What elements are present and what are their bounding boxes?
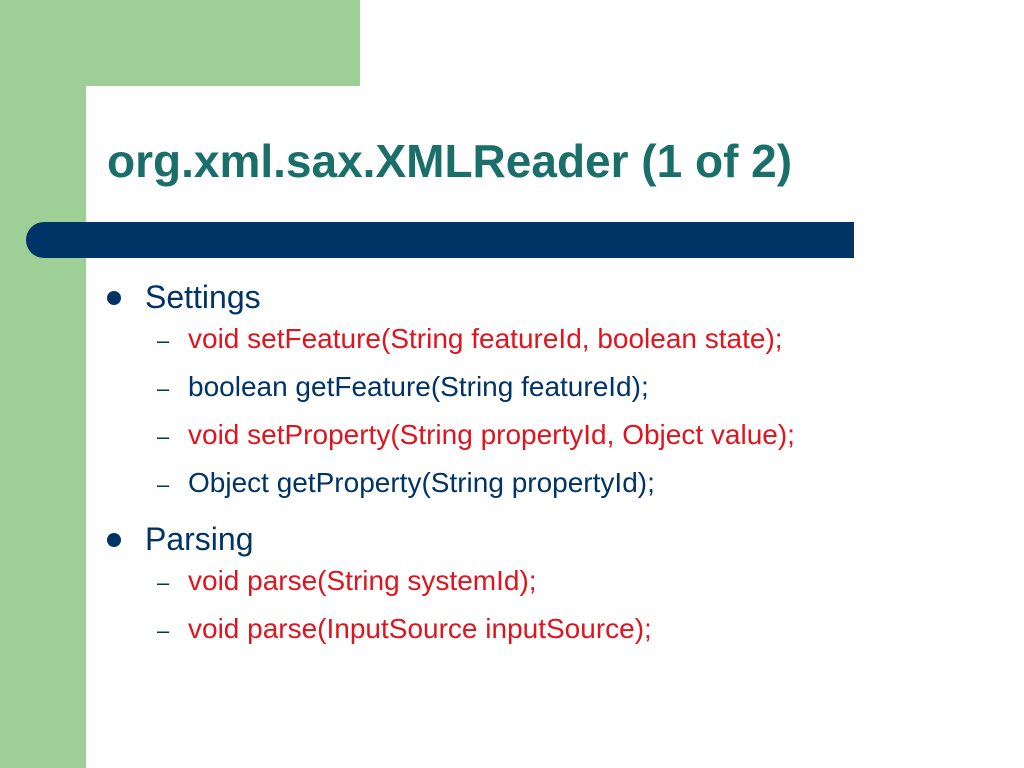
slide-title: org.xml.sax.XMLReader (1 of 2) xyxy=(107,135,793,187)
list-item-text: void parse(String systemId); xyxy=(188,565,537,596)
bullet-dot-icon xyxy=(107,533,121,547)
dash-icon: – xyxy=(157,570,170,595)
list-item: – Object getProperty(String propertyId); xyxy=(100,464,1000,512)
section-settings: Settings xyxy=(100,276,1000,320)
content-corner xyxy=(86,86,176,176)
list-item-text: void parse(InputSource inputSource); xyxy=(188,613,652,644)
top-decor-band xyxy=(0,0,360,86)
list-item-text: void setProperty(String propertyId, Obje… xyxy=(188,419,795,450)
title-underline-bar xyxy=(26,222,854,258)
dash-icon: – xyxy=(157,424,170,449)
bullet-dot-icon xyxy=(107,291,121,305)
section-parsing: Parsing xyxy=(100,518,1000,562)
dash-icon: – xyxy=(157,376,170,401)
slide-body: Settings – void setFeature(String featur… xyxy=(100,276,1000,658)
list-item: – void setFeature(String featureId, bool… xyxy=(100,320,1000,368)
section-label: Settings xyxy=(145,279,261,315)
list-item: – void parse(InputSource inputSource); xyxy=(100,610,1000,658)
dash-icon: – xyxy=(157,618,170,643)
list-item: – boolean getFeature(String featureId); xyxy=(100,368,1000,416)
list-item: – void setProperty(String propertyId, Ob… xyxy=(100,416,1000,464)
list-item-text: Object getProperty(String propertyId); xyxy=(188,467,655,498)
section-label: Parsing xyxy=(145,521,254,557)
dash-icon: – xyxy=(157,328,170,353)
list-item-text: boolean getFeature(String featureId); xyxy=(188,371,649,402)
list-item-text: void setFeature(String featureId, boolea… xyxy=(188,323,783,354)
dash-icon: – xyxy=(157,472,170,497)
list-item: – void parse(String systemId); xyxy=(100,562,1000,610)
left-decor-band xyxy=(0,0,86,768)
